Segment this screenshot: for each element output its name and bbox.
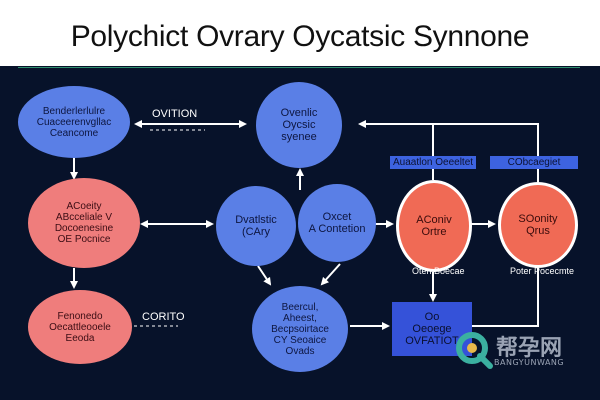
node-right-a: AConiv Ortre [396,180,472,272]
box-label-b: CObcaegiet [490,156,578,169]
watermark-sub-text: BANGYUNWANG [494,358,565,367]
edge-rightb-rect [470,268,539,327]
node-bottom-center: Beercul, Aheest, Becpsoirtace CY Seoaice… [252,286,348,372]
edge-rightb-centertop [358,120,539,182]
title-divider [18,67,580,68]
watermark-logo-text: 帮孕网 [496,336,563,361]
under-label-a: Oten Boecae [412,266,465,276]
node-left-mid: ACoeity ABcceliale V Docoenesine OE Pocn… [28,178,140,268]
page-title: Polychict Ovrary Oycatsic Synnone [70,20,530,53]
title-band [0,0,600,66]
node-bottom-left: Fenonedo Oecattleooele Eeoda [28,290,132,364]
node-rect: Oo Oeoege OVFATIOT [392,302,472,356]
edge-centerleft-bottomcenter [257,265,272,286]
node-right-b: SOonity Qrus [498,182,578,268]
watermark-logo-icon [456,332,493,369]
under-label-b: Poter Pocecmte [510,266,575,276]
node-center-top: Ovenlic Oycsic syenee [256,82,342,168]
edge-label-top: OVITION [152,108,198,120]
node-center-right: Oxcet A Contetion [298,184,376,262]
node-center-left: Dvatlstic (CAry [216,186,296,266]
node-top-left: Benderlerlulre Cuaceerenvgllac Ceancome [18,86,130,158]
edge-label-bottom: CORITO [142,311,185,323]
edge-centerright-bottomcenter [320,263,341,286]
box-label-a: Auaatlon Oeeeltet [390,156,476,169]
